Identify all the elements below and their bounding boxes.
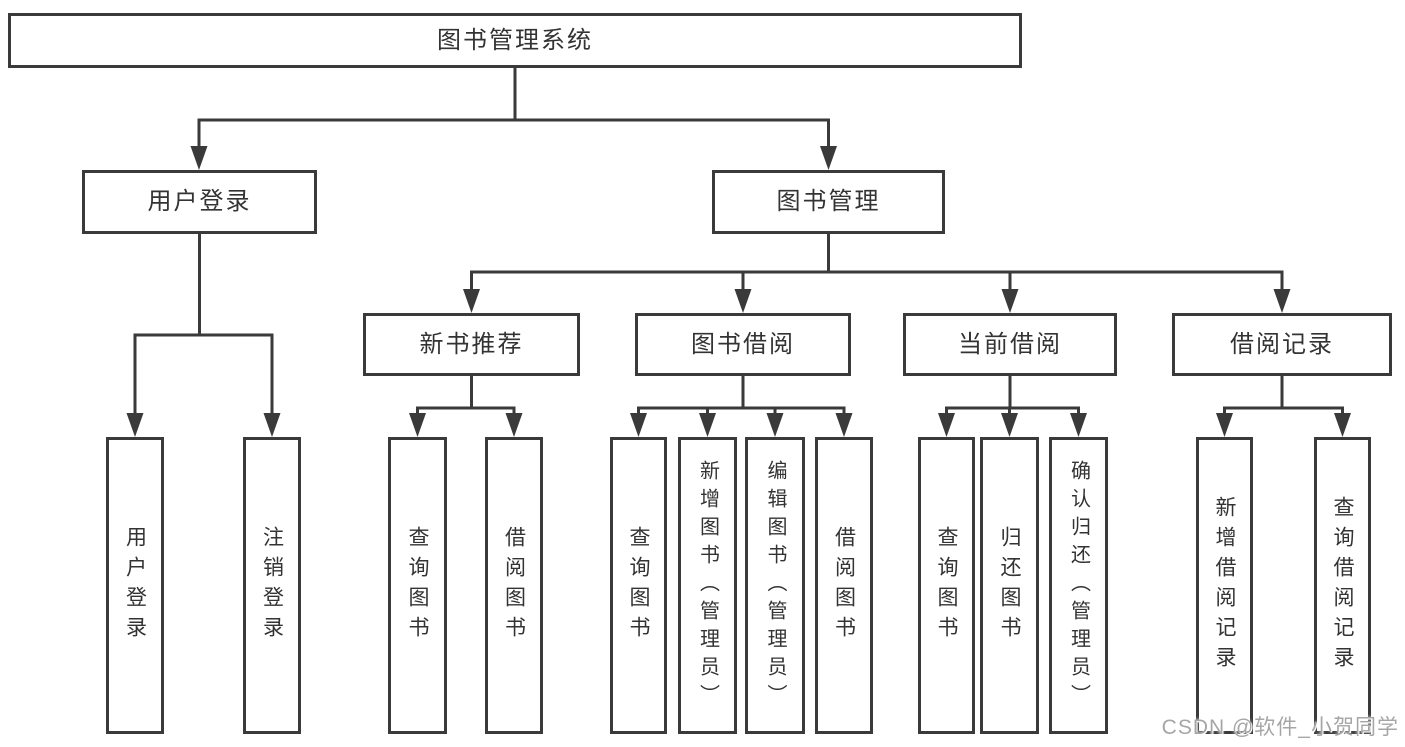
leaf-logout: 注销登录	[243, 437, 301, 734]
leaf-bb-borrow-books: 借阅图书	[815, 437, 873, 734]
node-book-borrow: 图书借阅	[635, 313, 851, 376]
node-current-borrow: 当前借阅	[903, 313, 1117, 376]
node-new-book-recommend: 新书推荐	[363, 313, 580, 376]
node-root: 图书管理系统	[8, 13, 1022, 68]
leaf-user-login: 用户登录	[106, 437, 164, 734]
leaf-cb-query-books: 查询图书	[918, 437, 975, 734]
node-book-management: 图书管理	[712, 170, 945, 234]
leaf-br-add-record: 新增借阅记录	[1196, 437, 1253, 734]
leaf-nbr-borrow-books: 借阅图书	[485, 437, 543, 734]
leaf-bb-add-books: 新增图书（管理员）	[678, 437, 737, 734]
node-borrow-records: 借阅记录	[1172, 313, 1392, 376]
leaf-bb-edit-books: 编辑图书（管理员）	[745, 437, 805, 734]
leaf-cb-return-books: 归还图书	[980, 437, 1039, 734]
watermark: CSDN @软件_小贺同学	[1161, 716, 1399, 739]
leaf-cb-confirm-return: 确认归还（管理员）	[1049, 437, 1108, 734]
leaf-br-query-record: 查询借阅记录	[1314, 437, 1371, 734]
leaf-bb-query-books: 查询图书	[610, 437, 667, 734]
node-user-login: 用户登录	[82, 170, 317, 234]
leaf-nbr-query-books: 查询图书	[388, 437, 447, 734]
